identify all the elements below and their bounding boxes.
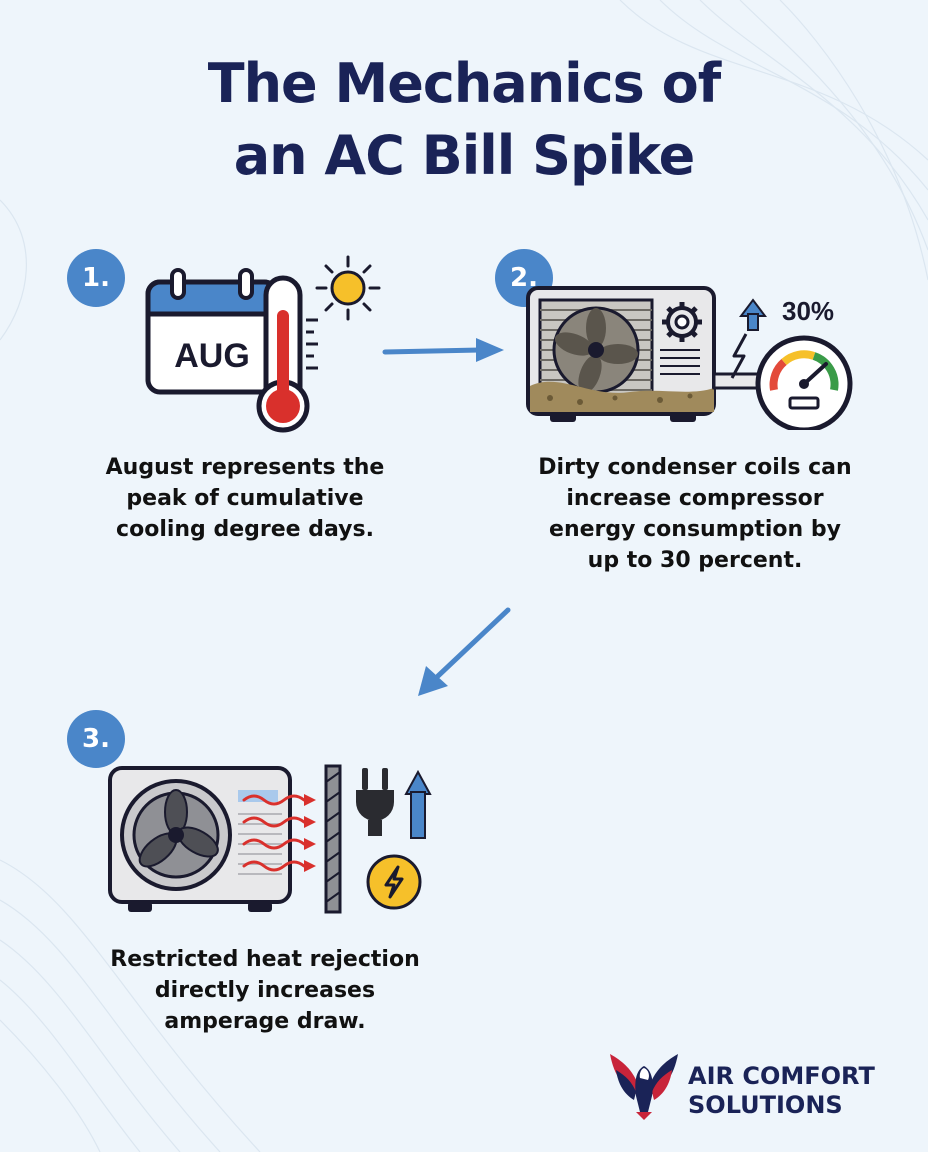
lightning-icon — [730, 333, 748, 379]
heat-waves-icon — [242, 794, 306, 872]
brand-line-2: SOLUTIONS — [688, 1091, 843, 1119]
gear-icon — [662, 302, 702, 342]
increase-percent: 30% — [782, 296, 834, 326]
page-title: The Mechanics of an AC Bill Spike — [0, 48, 928, 192]
calendar-month: AUG — [174, 337, 250, 375]
step-2-caption-line: up to 30 percent. — [587, 548, 803, 573]
step-2-caption-line: increase compressor — [566, 486, 824, 511]
arrow-down-left-icon — [418, 607, 511, 696]
step-2-caption-line: energy consumption by — [549, 517, 841, 542]
gauge-icon — [755, 335, 853, 430]
calendar-icon: AUG — [145, 268, 279, 395]
arrow-right-icon — [382, 338, 504, 362]
thermometer-icon — [256, 275, 318, 433]
step-1-caption: August represents the peak of cumulative… — [80, 452, 410, 545]
step-3-caption-line: Restricted heat rejection — [110, 947, 420, 972]
plug-icon — [356, 768, 394, 836]
step-1-illustration: AUG — [145, 255, 381, 433]
step-3-illustration — [108, 764, 432, 914]
step-2-caption: Dirty condenser coils can increase compr… — [505, 452, 885, 576]
step-3-caption: Restricted heat rejection directly incre… — [90, 944, 440, 1037]
up-arrow-icon — [404, 769, 432, 839]
sun-icon — [315, 255, 381, 321]
step-2-illustration: 30% — [526, 286, 853, 430]
step-3-badge: 3. — [67, 710, 125, 768]
eagle-logo-icon — [610, 1054, 678, 1120]
condenser-unit-icon — [108, 766, 292, 912]
step-1-caption-line: peak of cumulative — [126, 486, 364, 511]
up-arrow-icon — [739, 298, 767, 331]
step-1-caption-line: cooling degree days. — [116, 517, 374, 542]
brand-line-1: AIR COMFORT — [688, 1062, 875, 1090]
step-1-caption-line: August represents the — [105, 455, 385, 480]
step-2-caption-line: Dirty condenser coils can — [538, 455, 852, 480]
title-line-1: The Mechanics of — [207, 52, 721, 115]
step-3-caption-line: directly increases — [154, 978, 376, 1003]
electric-bolt-icon — [366, 854, 422, 910]
step-1-badge: 1. — [67, 249, 125, 307]
brand-name: AIR COMFORT SOLUTIONS — [688, 1062, 875, 1120]
title-line-2: an AC Bill Spike — [233, 124, 696, 187]
step-3-caption-line: amperage draw. — [164, 1009, 366, 1034]
